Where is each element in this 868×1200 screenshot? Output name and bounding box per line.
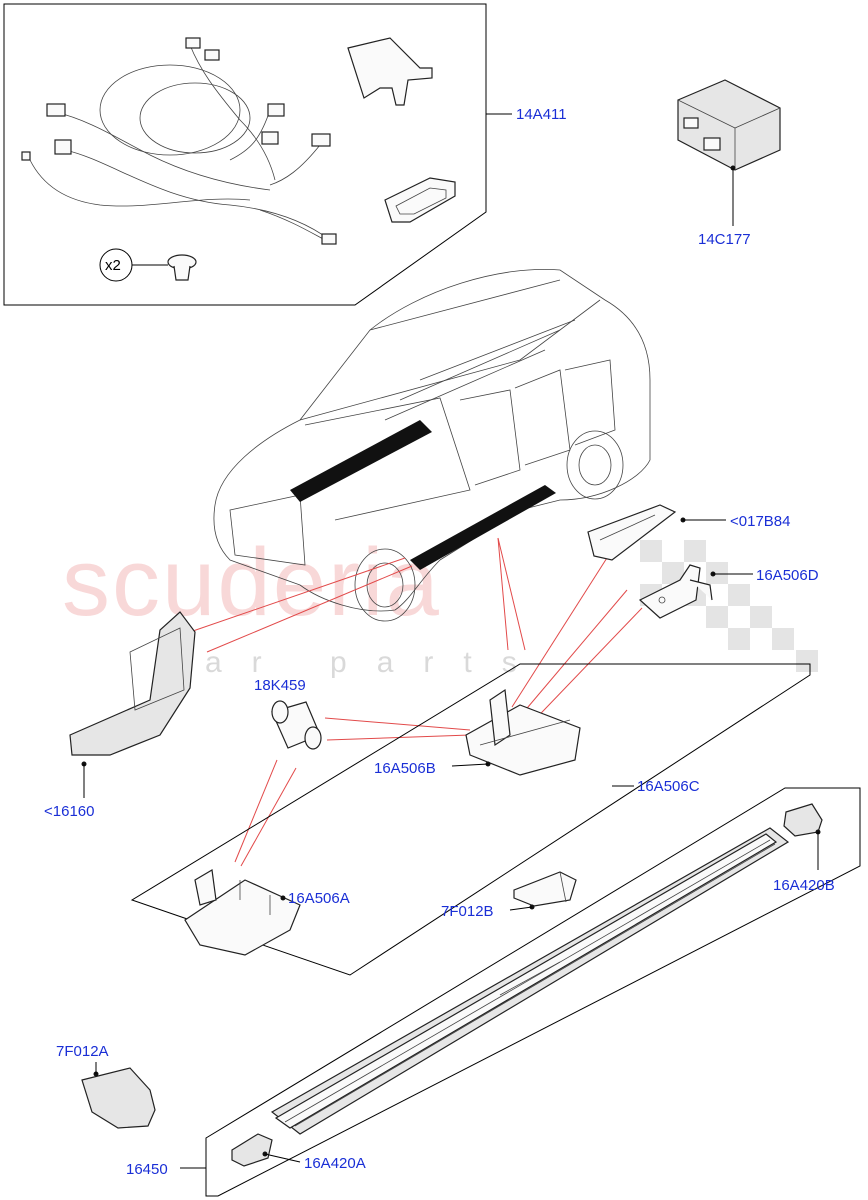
clip-quantity: x2 — [99, 248, 197, 282]
bracket-16a506d — [638, 564, 713, 619]
watermark-subtitle: car parts — [160, 646, 547, 679]
harness-kit-box: x2 — [3, 3, 487, 306]
bracket-kit-box — [130, 663, 811, 976]
label-16a506c: 16A506C — [637, 778, 700, 795]
mounting-plate — [347, 37, 433, 106]
running-board — [270, 827, 790, 1135]
end-cap-16a420a — [231, 1133, 273, 1167]
label-14a411: 14A411 — [516, 106, 567, 123]
watermark-brand: scuderia — [62, 529, 441, 636]
bracket-16a506b — [465, 688, 581, 776]
wiring-harness — [21, 37, 337, 245]
bushing-18k459 — [271, 700, 322, 750]
quantity-badge: x2 — [105, 257, 121, 274]
step-assembly-box — [205, 787, 861, 1197]
label-16a506d: 16A506D — [756, 567, 819, 584]
label-16160: <16160 — [44, 803, 94, 820]
bracket-16a506a — [184, 869, 301, 956]
label-16450: 16450 — [126, 1161, 168, 1178]
label-7f012b: 7F012B — [441, 903, 494, 920]
control-module — [677, 79, 781, 171]
bracket-7f012a — [81, 1067, 156, 1129]
switch-bezel — [384, 177, 456, 223]
push-clip — [167, 254, 197, 281]
label-16a506a: 16A506A — [288, 890, 350, 907]
end-cap-16160 — [69, 611, 196, 756]
label-017b84: <017B84 — [730, 513, 790, 530]
cover-017b84 — [587, 504, 677, 561]
label-16a506b: 16A506B — [374, 760, 436, 777]
bracket-7f012b — [513, 871, 577, 907]
vehicle-illustration — [213, 268, 651, 622]
label-7f012a: 7F012A — [56, 1043, 109, 1060]
label-18k459: 18K459 — [254, 677, 306, 694]
label-16a420b: 16A420B — [773, 877, 835, 894]
label-14c177: 14C177 — [698, 231, 751, 248]
red-leaders — [189, 537, 643, 867]
watermark: scuderia car parts — [62, 529, 818, 679]
label-16a420a: 16A420A — [304, 1155, 366, 1172]
